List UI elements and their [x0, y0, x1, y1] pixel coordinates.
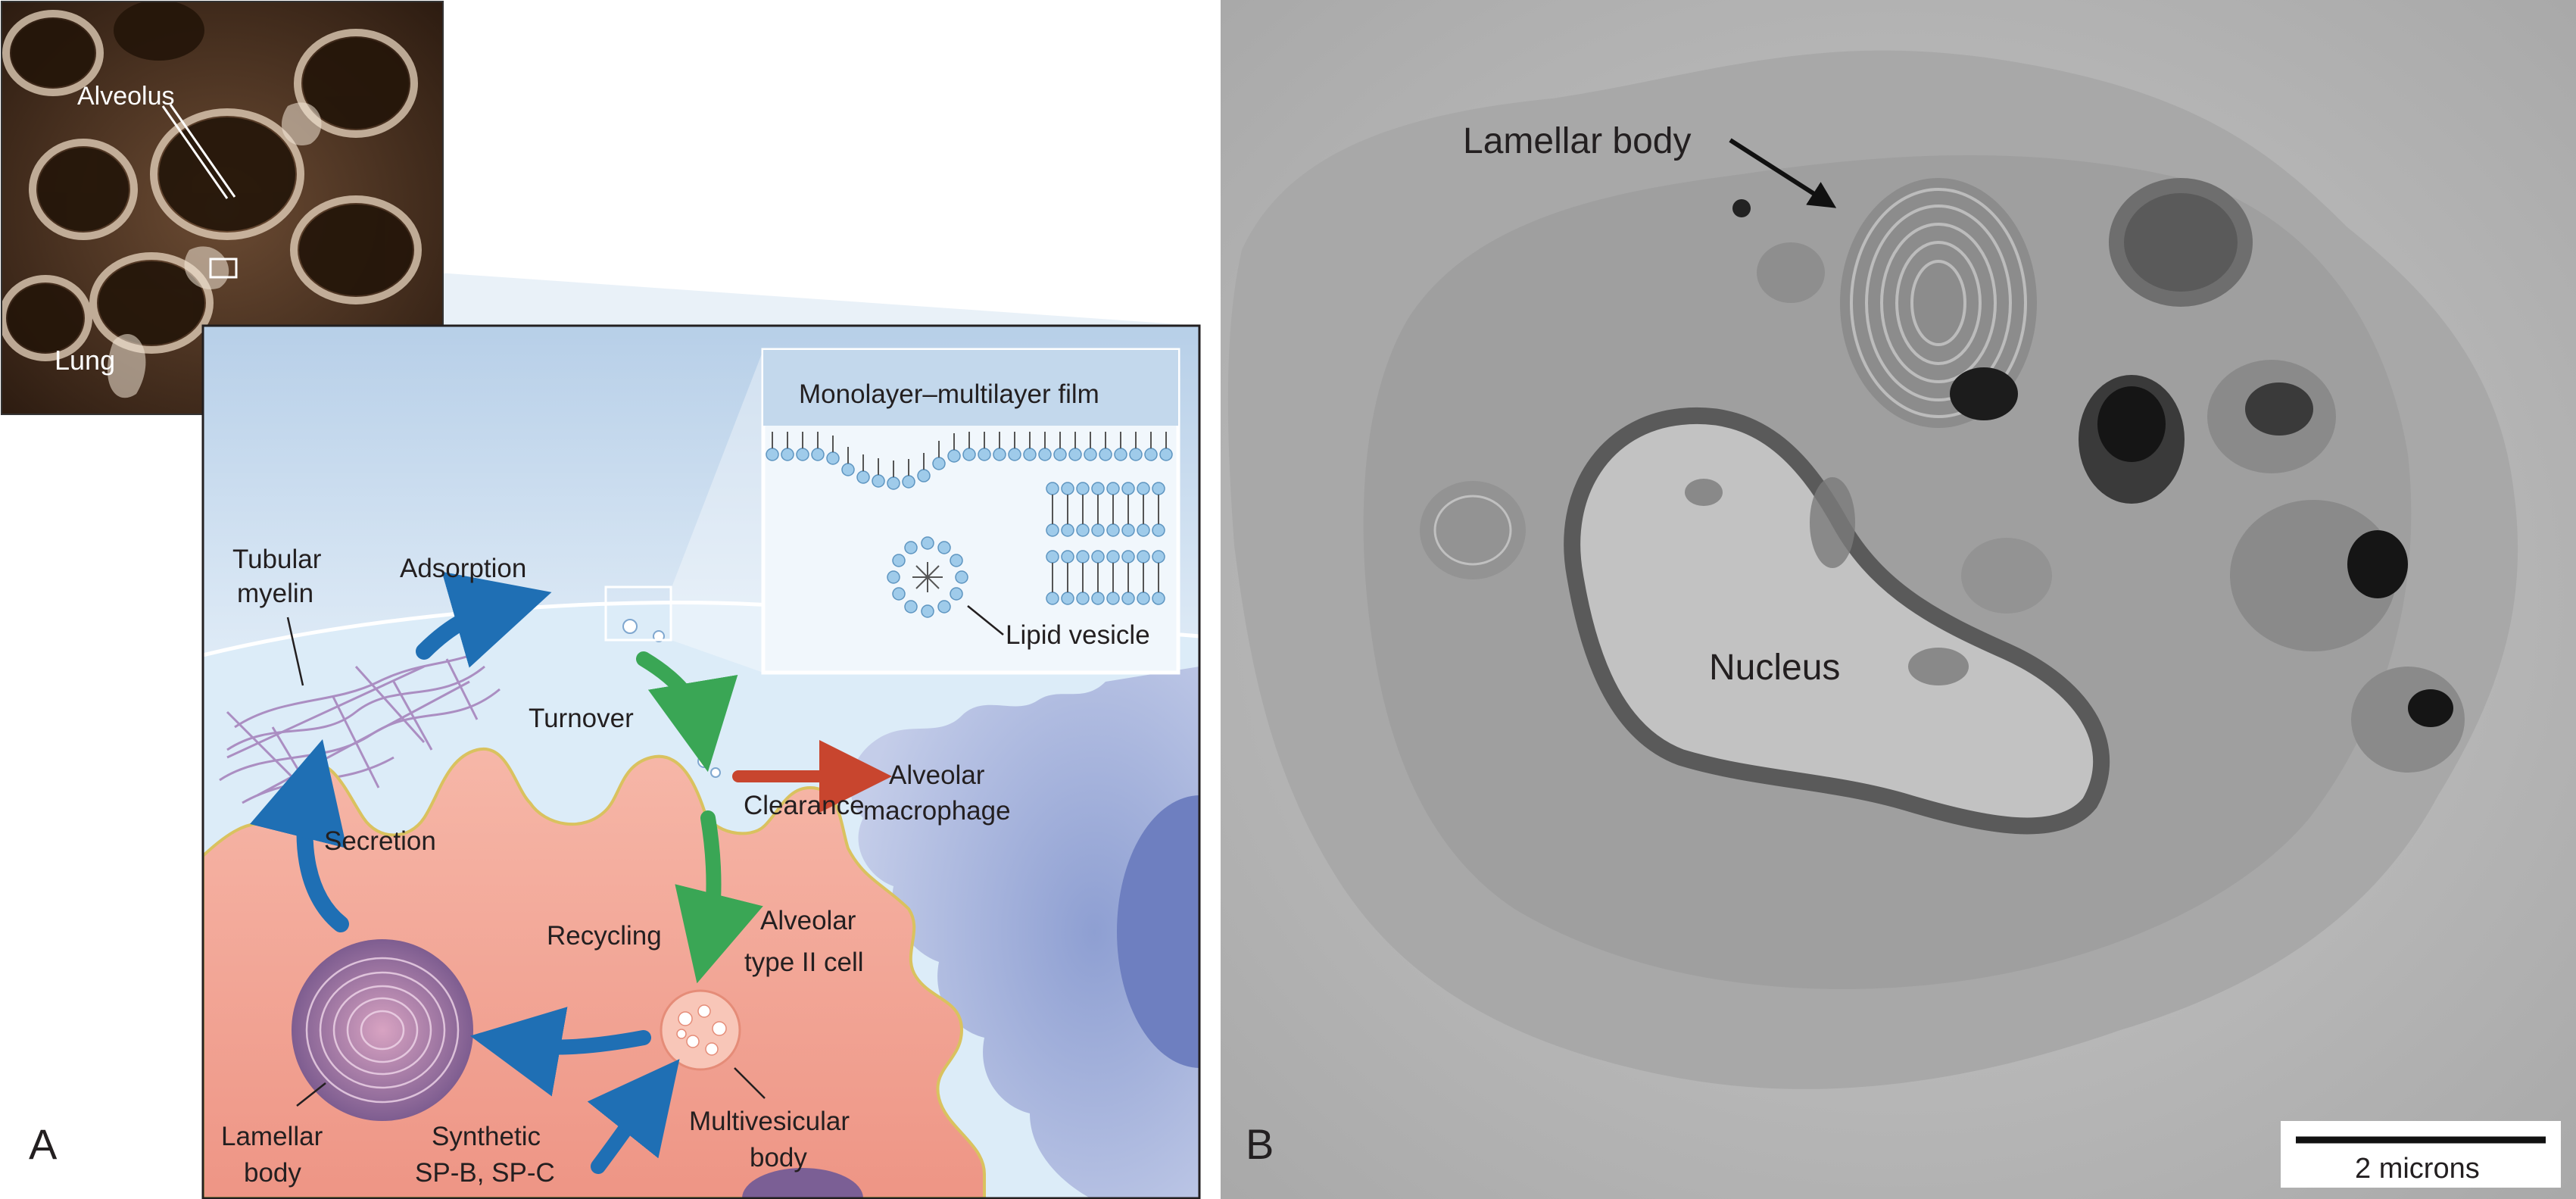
- label-multivesicular-2: body: [750, 1143, 807, 1172]
- label-synthetic-1: Synthetic: [432, 1122, 541, 1151]
- label-turnover: Turnover: [529, 704, 634, 733]
- synthetic-arrow: [587, 1059, 680, 1174]
- recycling-arrow: [675, 810, 763, 984]
- panel-a-letter: A: [29, 1120, 58, 1168]
- label-film: Monolayer–multilayer film: [799, 379, 1099, 409]
- turnover-arrow: [636, 651, 738, 773]
- label-lipid-vesicle: Lipid vesicle: [1006, 620, 1150, 650]
- label-nucleus: Nucleus: [1709, 648, 1840, 688]
- scale-bar-label: 2 microns: [2355, 1153, 2480, 1185]
- label-alveolar-macrophage-2: macrophage: [863, 796, 1011, 826]
- nucleus: [1564, 407, 2110, 835]
- panel-b-letter: B: [1246, 1120, 1274, 1168]
- film-inset: Monolayer–multilayer film: [761, 348, 1180, 675]
- label-lamellar-a-1: Lamellar: [221, 1122, 323, 1151]
- multivesicular-body-organelle: [660, 989, 741, 1071]
- scale-bar: 2 microns: [2281, 1121, 2561, 1188]
- label-alveolar-type-ii-1: Alveolar: [760, 906, 856, 935]
- secretion-arrow: [249, 738, 349, 932]
- label-lamellar-body-b: Lamellar body: [1463, 121, 1692, 161]
- adsorption-arrow: [416, 571, 552, 668]
- panel-a: Alveolus Lung: [1, 1, 1201, 1199]
- label-alveolar-type-ii-2: type II cell: [744, 948, 864, 977]
- monolayer-heads: [766, 448, 1173, 490]
- panel-b: Lamellar body Nucleus 2 microns B: [1221, 0, 2576, 1199]
- label-myelin: myelin: [237, 579, 313, 608]
- label-clearance: Clearance: [744, 791, 865, 820]
- em-organelles: [1420, 178, 2465, 773]
- label-multivesicular-1: Multivesicular: [689, 1107, 850, 1136]
- lamellar-to-mvb-arrow: [469, 1007, 651, 1097]
- label-secretion: Secretion: [324, 826, 436, 856]
- label-adsorption: Adsorption: [400, 554, 526, 583]
- label-lung: Lung: [55, 345, 115, 376]
- lamellar-body-em: [1840, 178, 2037, 428]
- multilayer-stack: [1046, 482, 1165, 605]
- label-alveolar-macrophage-1: Alveolar: [889, 760, 985, 790]
- lamellar-body-organelle: [292, 939, 473, 1121]
- macrophage-nucleus: [1117, 795, 1199, 1068]
- label-lamellar-a-2: body: [244, 1158, 301, 1188]
- lipid-vesicle: [887, 536, 1004, 635]
- label-tubular: Tubular: [232, 545, 322, 574]
- surfactant-diagram: Tubular myelin Adsorption Turnover Clear…: [203, 326, 1199, 1198]
- label-alveolus: Alveolus: [77, 82, 175, 111]
- alveolar-macrophage: [850, 667, 1199, 1198]
- zoom-wedge: [203, 258, 1199, 326]
- label-synthetic-2: SP-B, SP-C: [415, 1158, 555, 1188]
- lamellar-body-pointer: [1729, 138, 1837, 208]
- label-recycling: Recycling: [547, 921, 662, 951]
